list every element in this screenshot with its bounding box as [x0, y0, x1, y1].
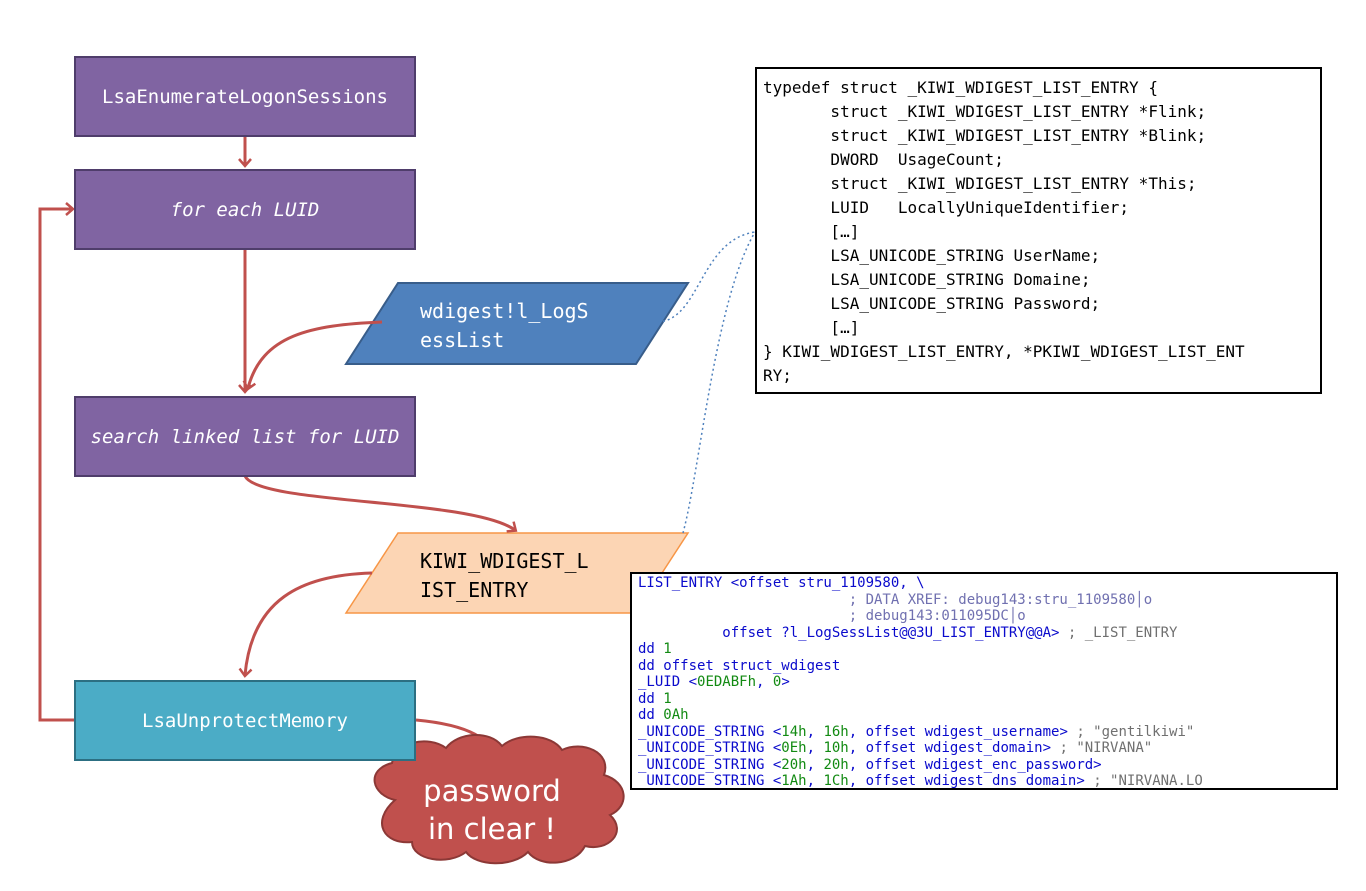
- ida-code-line: dd 1: [638, 641, 1336, 658]
- ida-code-token: 20h: [781, 756, 807, 773]
- ida-code-token: dd: [638, 707, 664, 723]
- ida-code-token: _UNICODE_STRING <: [638, 740, 782, 756]
- ida-code-line: dd 0Ah: [638, 707, 1336, 724]
- ida-code-token: ,: [806, 740, 824, 756]
- struct-definition-box: typedef struct _KIWI_WDIGEST_LIST_ENTRY …: [755, 67, 1322, 394]
- ida-code-line: _UNICODE_STRING <20h, 20h, offset wdiges…: [638, 757, 1336, 774]
- arrow-logsess-to-search: [242, 320, 383, 391]
- ida-code-line: _UNICODE_STRING <1Ah, 1Ch, offset wdiges…: [638, 773, 1336, 789]
- ida-code-token: 0EDABFh: [697, 674, 757, 690]
- ida-code-token: ; "NIRVANA": [1059, 740, 1153, 756]
- ida-code-token: 0Ah: [663, 707, 689, 723]
- ida-code-token: ; _LIST_ENTRY: [1067, 624, 1178, 641]
- struct-code-line: LUID LocallyUniqueIdentifier;: [763, 198, 1130, 217]
- struct-code-line: […]: [763, 222, 860, 241]
- struct-code-line: } KIWI_WDIGEST_LIST_ENTRY, *PKIWI_WDIGES…: [763, 342, 1245, 361]
- ida-code-token: ,: [806, 756, 824, 773]
- ida-code-token: , offset wdigest_dns_domain>: [848, 773, 1094, 789]
- ida-code-line: _UNICODE_STRING <0Eh, 10h, offset wdiges…: [638, 740, 1336, 757]
- password-cloud: [373, 733, 625, 865]
- struct-code-line: LSA_UNICODE_STRING Password;: [763, 294, 1101, 313]
- ida-code-token: ,: [806, 773, 824, 789]
- ida-disassembly-box: LIST_ENTRY <offset stru_1109580, \ ; DAT…: [630, 572, 1338, 790]
- lsa-enumerate-logon-sessions-box: LsaEnumerateLogonSessions: [74, 56, 416, 137]
- lsa-unprotect-memory-box: LsaUnprotectMemory: [74, 680, 416, 761]
- ida-code-token: 10h: [823, 740, 849, 756]
- ida-code-token: 1: [663, 690, 672, 707]
- ida-code-line: dd offset struct_wdigest: [638, 658, 1336, 675]
- ida-code-token: 0Eh: [781, 740, 807, 756]
- ida-code-line: offset ?l_LogSessList@@3U_LIST_ENTRY@@A>…: [638, 625, 1336, 642]
- struct-code-line: LSA_UNICODE_STRING Domaine;: [763, 270, 1091, 289]
- ida-code-line: LIST_ENTRY <offset stru_1109580, \: [638, 575, 1336, 592]
- ida-code-token: ; "gentilkiwi": [1076, 723, 1195, 740]
- ida-code-token: , offset wdigest_username>: [848, 723, 1077, 740]
- arrow-search-to-entry: [243, 475, 518, 533]
- ida-code-token: 14h: [781, 723, 807, 740]
- dotted-link-entry: [682, 231, 756, 534]
- ida-code-token: ; debug143:011095DC│o: [638, 608, 1026, 624]
- struct-code-line: struct _KIWI_WDIGEST_LIST_ENTRY *Blink;: [763, 126, 1207, 145]
- ida-code-line: ; debug143:011095DC│o: [638, 608, 1336, 625]
- logsesslist-label: wdigest!l_LogS essList: [420, 297, 589, 355]
- ida-code-token: dd: [638, 690, 664, 707]
- ida-code-line: ; DATA XREF: debug143:stru_1109580│o: [638, 592, 1336, 609]
- lsa-enumerate-label: LsaEnumerateLogonSessions: [102, 85, 388, 108]
- ida-code-token: ,: [806, 723, 824, 740]
- ida-code-line: _LUID <0EDABFh, 0>: [638, 674, 1336, 691]
- ida-code-token: _UNICODE_STRING <: [638, 773, 782, 789]
- ida-code-token: ; "NIRVANA.LO: [1093, 773, 1203, 789]
- struct-code-line: […]: [763, 318, 860, 337]
- ida-code-token: 20h: [823, 756, 849, 773]
- arrow-loop-back: [38, 202, 76, 722]
- ida-code-token: offset ?l_LogSessList@@3U_LIST_ENTRY@@A>: [638, 624, 1068, 641]
- kiwi-entry-line-1: KIWI_WDIGEST_L: [420, 549, 589, 573]
- logsesslist-line-2: essList: [420, 328, 505, 352]
- struct-code-line: RY;: [763, 366, 792, 385]
- struct-code-line: struct _KIWI_WDIGEST_LIST_ENTRY *Flink;: [763, 102, 1207, 121]
- ida-code-token: 1Ch: [823, 773, 849, 789]
- struct-code-line: LSA_UNICODE_STRING UserName;: [763, 246, 1101, 265]
- ida-code-token: ,: [756, 674, 773, 690]
- struct-code-line: typedef struct _KIWI_WDIGEST_LIST_ENTRY …: [763, 78, 1158, 97]
- search-label: search linked list for LUID: [90, 425, 400, 448]
- ida-code-token: 16h: [823, 723, 849, 740]
- ida-code-token: 1: [663, 641, 672, 657]
- cloud-line-2: in clear !: [427, 812, 557, 846]
- kiwi-entry-line-2: IST_ENTRY: [420, 578, 529, 602]
- arrow-entry-to-unprotect: [238, 571, 373, 678]
- ida-code-token: LIST_ENTRY <offset stru_1109580, \: [638, 575, 925, 591]
- ida-code-token: ; DATA XREF: debug143:stru_1109580│o: [638, 591, 1153, 608]
- ida-code-token: 1Ah: [781, 773, 807, 789]
- cloud-line-1: password: [423, 774, 561, 808]
- ida-code-line: _UNICODE_STRING <14h, 16h, offset wdiges…: [638, 724, 1336, 741]
- kiwi-entry-label: KIWI_WDIGEST_L IST_ENTRY: [420, 547, 589, 605]
- for-each-luid-box: for each LUID: [74, 169, 416, 250]
- ida-code-token: >: [781, 674, 790, 690]
- ida-code-token: 0: [772, 674, 782, 690]
- for-each-label: for each LUID: [170, 198, 320, 221]
- ida-code-token: dd offset struct_wdigest: [638, 657, 841, 674]
- ida-code-token: _UNICODE_STRING <: [638, 723, 782, 740]
- logsesslist-line-1: wdigest!l_LogS: [420, 299, 589, 323]
- ida-code-token: dd: [638, 641, 664, 657]
- search-linked-list-box: search linked list for LUID: [74, 396, 416, 477]
- ida-code-token: _UNICODE_STRING <: [638, 756, 782, 773]
- struct-code-line: DWORD UsageCount;: [763, 150, 1004, 169]
- logsesslist-parallelogram: [344, 282, 690, 365]
- ida-code-token: _LUID <: [638, 674, 698, 690]
- struct-code-line: struct _KIWI_WDIGEST_LIST_ENTRY *This;: [763, 174, 1197, 193]
- ida-code-token: , offset wdigest_domain>: [848, 740, 1060, 756]
- unprotect-label: LsaUnprotectMemory: [142, 709, 348, 732]
- ida-code-token: , offset wdigest_enc_password>: [848, 756, 1102, 773]
- ida-code-line: dd 1: [638, 691, 1336, 708]
- cloud-text: password in clear !: [392, 772, 592, 848]
